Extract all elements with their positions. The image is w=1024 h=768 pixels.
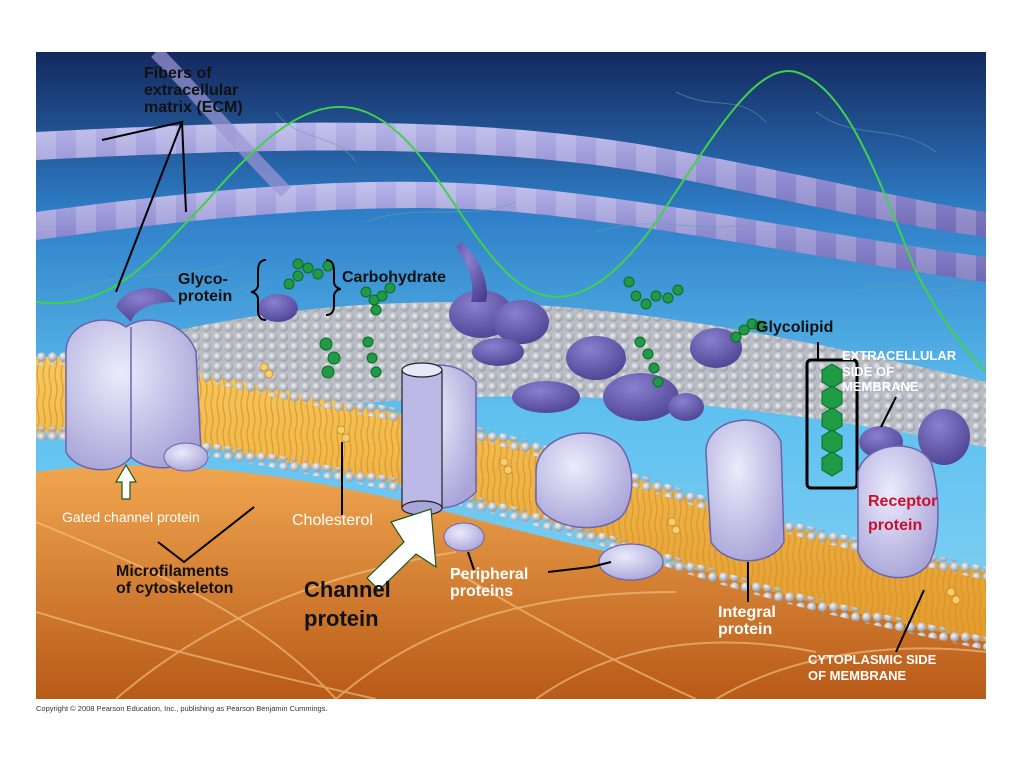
label-cytoplasmic-side: CYTOPLASMIC SIDE OF MEMBRANE (808, 652, 936, 683)
leader-lines (101, 120, 925, 653)
label-peripheral-proteins-line2: proteins (450, 582, 514, 600)
cytoplasm (36, 465, 986, 699)
cholesterol-molecules (259, 362, 961, 605)
copyright-notice: Copyright © 2008 Pearson Education, Inc.… (36, 704, 328, 713)
channel-arrows (114, 463, 437, 591)
label-carbohydrate: Carbohydrate (342, 269, 447, 286)
label-integral-protein: Integral protein (718, 604, 776, 639)
label-receptor-protein-line1: Receptor (868, 493, 938, 510)
glycolipid-chain (805, 358, 859, 490)
label-peripheral-proteins-line1: Peripheral (450, 566, 529, 583)
membrane-figure: Fibers of extracellular matrix (ECM) Gly… (36, 52, 986, 699)
surface-proteins (258, 242, 970, 465)
label-extracellular-side-line1: EXTRACELLULAR (842, 348, 957, 363)
label-extracellular-side: EXTRACELLULAR SIDE OF MEMBRANE (842, 348, 956, 395)
label-ecm-line2: extracellular (144, 81, 239, 99)
integral-proteins (65, 287, 939, 581)
label-peripheral-proteins: Peripheral proteins (450, 566, 529, 601)
label-extracellular-side-line3: MEMBRANE (842, 379, 919, 395)
label-ecm-line3: matrix (ECM) (144, 98, 243, 116)
membrane-illustration (36, 52, 986, 699)
label-glycoprotein-line1: Glyco- (178, 271, 228, 288)
label-gated-channel: Gated channel protein (62, 509, 200, 525)
label-glycoprotein-line2: protein (178, 287, 233, 305)
label-integral-protein-line2: protein (718, 620, 773, 638)
label-microfilaments-line1: Microfilaments (116, 563, 229, 580)
label-receptor-protein: Receptor protein (868, 490, 937, 538)
label-microfilaments-line2: of cytoskeleton (116, 579, 234, 597)
label-cytoplasmic-side-line1: CYTOPLASMIC SIDE (808, 652, 937, 667)
label-microfilaments: Microfilaments of cytoskeleton (116, 563, 234, 598)
label-extracellular-side-line2: SIDE OF (842, 363, 895, 379)
label-glycolipid: Glycolipid (756, 319, 834, 336)
label-receptor-protein-line2: protein (868, 517, 923, 534)
label-channel-protein-line1: Channel (304, 577, 391, 602)
label-cholesterol: Cholesterol (292, 512, 373, 529)
label-ecm: Fibers of extracellular matrix (ECM) (144, 65, 243, 116)
label-cytoplasmic-side-line2: OF MEMBRANE (808, 667, 907, 683)
label-ecm-line1: Fibers of (144, 65, 212, 82)
label-channel-protein: Channel protein (304, 576, 391, 633)
label-channel-protein-line2: protein (304, 605, 379, 631)
label-integral-protein-line1: Integral (718, 604, 776, 621)
carbohydrate-chains (283, 258, 766, 388)
label-glycoprotein: Glyco- protein (178, 271, 233, 306)
